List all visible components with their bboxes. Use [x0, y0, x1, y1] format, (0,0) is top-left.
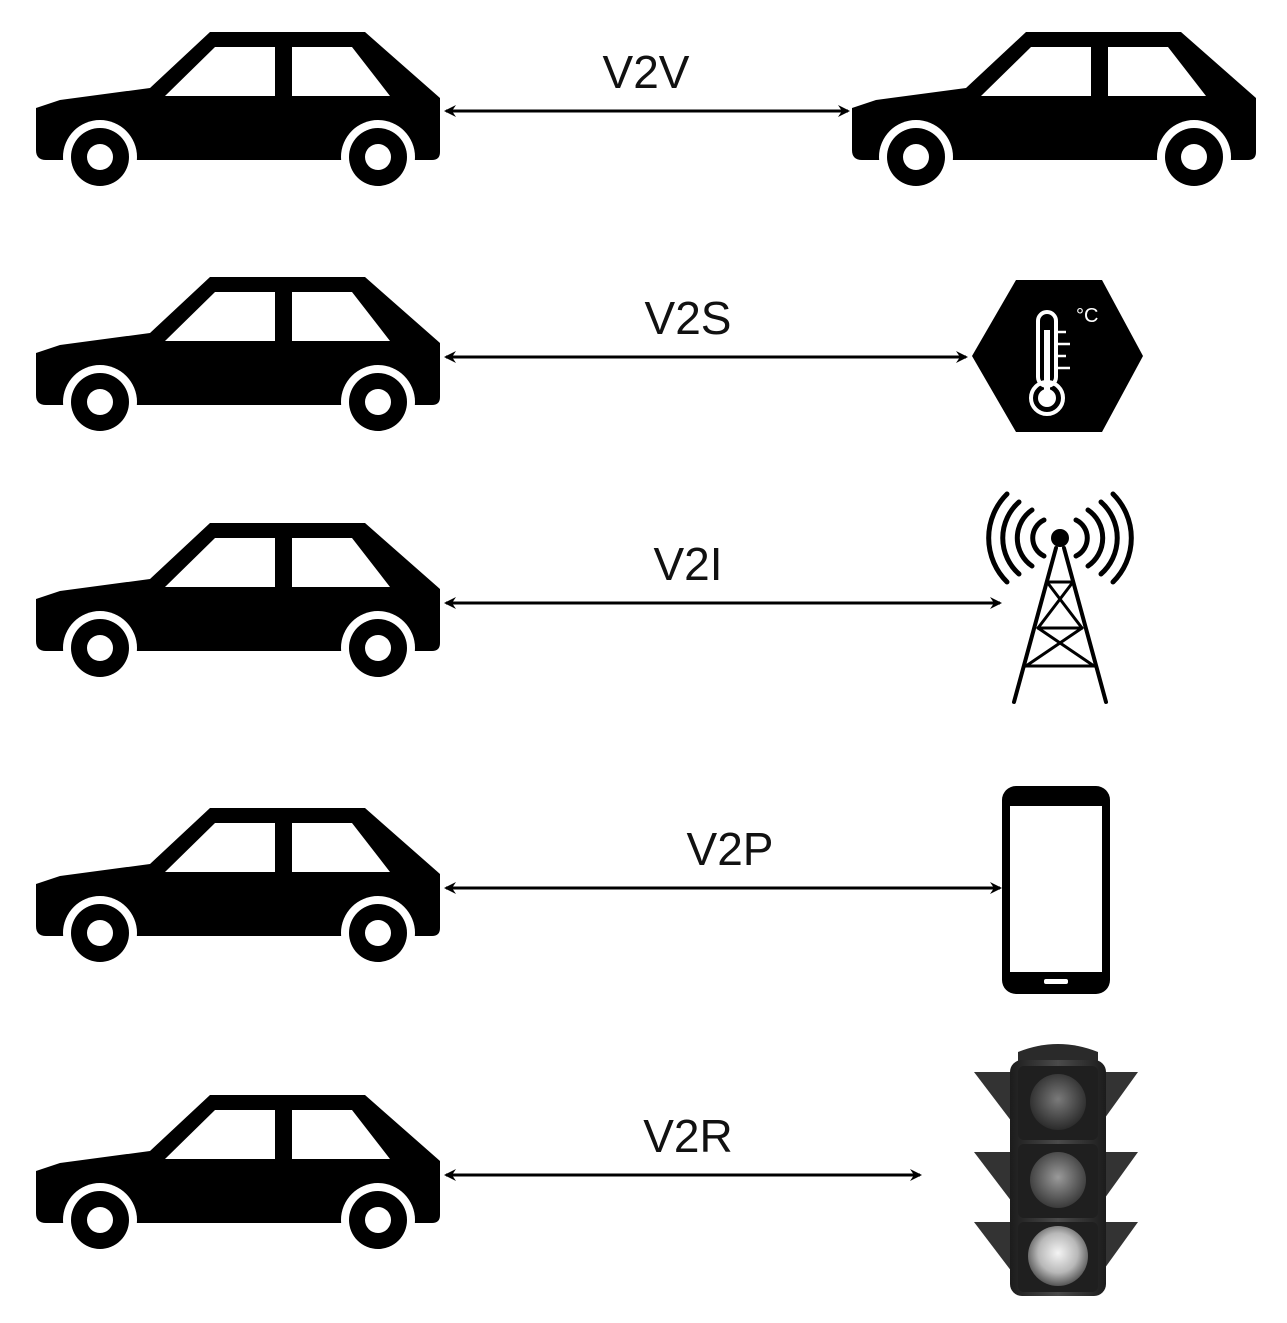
car-icon [36, 277, 440, 439]
traffic-lamp-bottom [1028, 1226, 1088, 1286]
car-icon [36, 32, 440, 194]
smartphone-icon [1002, 786, 1110, 994]
row-v2v: V2V [36, 32, 1256, 194]
sensor-unit: °C [1076, 305, 1098, 327]
link-label: V2R [643, 1110, 732, 1162]
car-icon [852, 32, 1256, 194]
traffic-lamp-middle [1030, 1152, 1086, 1208]
link-label: V2P [687, 823, 774, 875]
car-icon [36, 1095, 440, 1257]
tower-antenna-icon [1051, 529, 1069, 547]
link-label: V2S [645, 292, 732, 344]
car-icon [36, 523, 440, 685]
sensor-thermometer-icon: °C [972, 280, 1143, 432]
row-v2r: V2R [36, 1044, 1138, 1296]
row-v2s: V2S °C [36, 277, 1143, 439]
traffic-lamp-top [1030, 1074, 1086, 1130]
row-v2i: V2I [36, 491, 1134, 704]
link-label: V2V [603, 46, 690, 98]
link-label: V2I [653, 538, 722, 590]
car-icon [36, 808, 440, 970]
row-v2p: V2P [36, 786, 1110, 994]
traffic-light-icon [974, 1044, 1138, 1296]
cell-tower-icon [986, 491, 1134, 704]
